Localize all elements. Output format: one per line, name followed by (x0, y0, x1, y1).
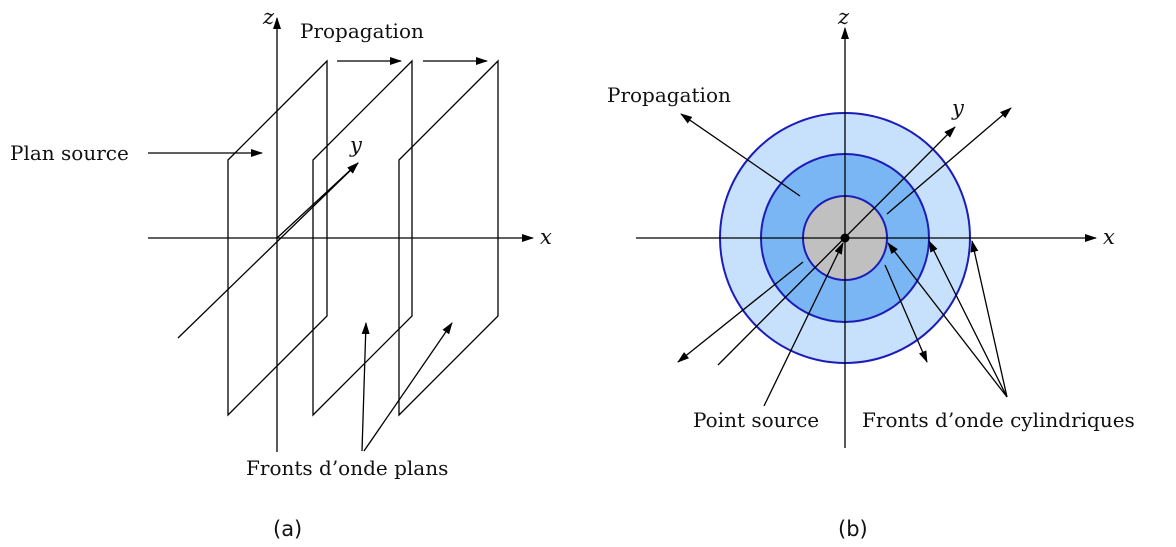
plane-wavefront-1 (312, 59, 413, 417)
panel-b-y-label: y (951, 96, 965, 120)
plane-wavefront-2 (398, 59, 499, 417)
wavefront-pointer-middle (928, 240, 1008, 398)
panel-a-y-axis-front (276, 162, 359, 239)
panel-b-caption: (b) (838, 517, 868, 541)
point-source-dot (840, 233, 850, 243)
panel-a-x-label: x (540, 225, 552, 249)
panel-b-z-label: z (837, 5, 850, 29)
panel-a-z-label: z (262, 5, 275, 29)
propagation-arrow-upleft (680, 113, 801, 197)
point-source-pointer (763, 242, 844, 407)
panel-a-caption: (a) (273, 517, 302, 541)
plane-source-shape (227, 59, 328, 417)
panel-a-plane-waves: z y x Propagation Plan source Fronts d’o… (10, 5, 552, 541)
panel-a-propagation-label: Propagation (300, 19, 424, 43)
plane-source-label: Plan source (10, 141, 129, 165)
panel-a-y-label: y (349, 133, 363, 157)
propagation-arrow-downleft (677, 261, 804, 363)
panel-b-propagation-label: Propagation (607, 83, 731, 107)
wavefront-pointer-2 (363, 322, 453, 452)
panel-a-y-axis (177, 162, 359, 339)
propagation-arrow-upright (886, 107, 1012, 215)
panel-b-x-label: x (1103, 225, 1115, 249)
point-source-label: Point source (693, 408, 819, 432)
wavefront-pointer-1 (361, 322, 370, 452)
plane-wavefronts-label: Fronts d’onde plans (246, 456, 448, 480)
propagation-arrow-downright (884, 264, 928, 363)
cylindrical-wavefronts-label: Fronts d’onde cylindriques (862, 408, 1135, 432)
panel-b-cylindrical-waves: z y x Propagation Point source Fronts d’… (607, 5, 1135, 541)
wavefront-pointer-inner (887, 242, 1008, 398)
wavefront-pointer-outer (970, 240, 1008, 398)
